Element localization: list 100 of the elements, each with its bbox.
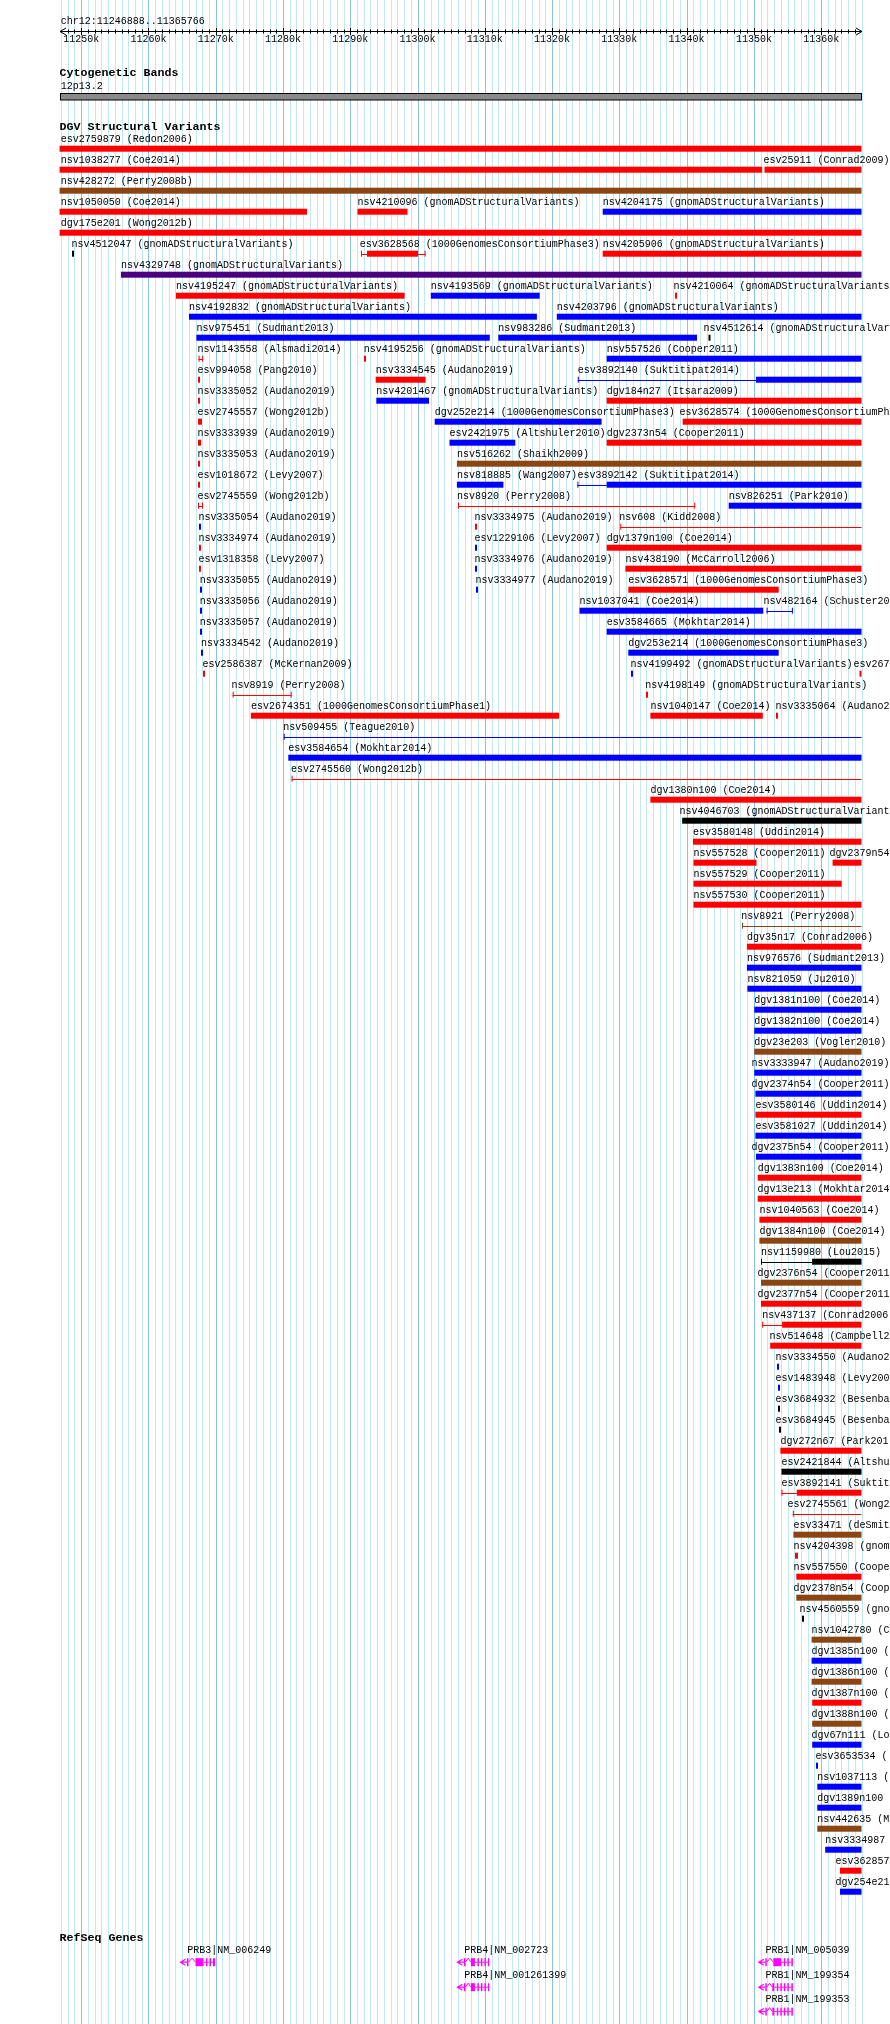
variant-label: nsv983286 (Sudmant2013) [498, 323, 637, 335]
variant-label: nsv3335057 (Audano2019) [199, 617, 338, 629]
variant-label: nsv3335054 (Audano2019) [198, 512, 337, 524]
variant-label: esv1318358 (Levy2007) [198, 554, 325, 566]
variant-label: esv267 [853, 659, 890, 671]
gene-label: PRB3|NM_006249 [187, 1944, 272, 1956]
gene-label: PRB1|NM_199353 [765, 1994, 850, 2006]
tick-label: 11320k [534, 34, 571, 46]
tick-label: 11300k [399, 34, 436, 46]
variant-label: esv3580148 (Uddin2014) [693, 827, 826, 839]
variant-label: dgv1388n100 ( [811, 1709, 890, 1721]
variant-label: esv3892142 (Suktitipat2014) [577, 470, 740, 482]
variant-label: dgv253e214 (1000GenomesConsortiumPhase3) [628, 638, 869, 650]
variant-label: nsv516262 (Shaikh2009) [456, 449, 589, 461]
gene-label: PRB4|NM_002723 [464, 1944, 549, 1956]
variant-label: dgv1387n100 ( [811, 1688, 890, 1700]
variant-label: dgv1381n100 (Coe2014) [754, 995, 881, 1007]
variant-label: dgv67n111 (Lo [811, 1730, 890, 1742]
variant-label: dgv1379n100 (Coe2014) [606, 533, 733, 545]
variant-label: esv3580146 (Uddin2014) [755, 1100, 888, 1112]
variant-label: nsv4195247 (gnomADStructuralVariants) [175, 281, 398, 293]
variant-label: nsv557550 (Coope [793, 1562, 890, 1574]
variant-label: nsv4199492 (gnomADStructuralVariants) [630, 659, 853, 671]
variant-label: nsv3334977 (Audano2019) [475, 575, 614, 587]
variant-label: nsv8920 (Perry2008) [456, 491, 571, 503]
variant-label: dgv23e203 (Vogler2010) [754, 1037, 887, 1049]
variant-label: nsv4512047 (gnomADStructuralVariants) [71, 239, 294, 251]
variant-label: dgv2377n54 (Cooper2011 [757, 1289, 890, 1301]
variant-label: nsv1038277 (Coe2014) [60, 155, 181, 167]
band-label: 12p13.2 [60, 80, 103, 92]
variant-label: dgv2375n54 (Cooper2011) [751, 1142, 890, 1154]
variant-label: nsv1037041 (Coe2014) [579, 596, 700, 608]
variant-label: nsv608 (Kidd2008) [619, 512, 722, 524]
variant-label: nsv3334976 (Audano2019) [474, 554, 613, 566]
variant-label: dgv1383n100 (Coe2014) [757, 1163, 884, 1175]
variant-label: nsv8921 (Perry2008) [741, 911, 856, 923]
variant-label: nsv4329748 (gnomADStructuralVariants) [120, 260, 343, 272]
variant-label: esv994058 (Pang2010) [197, 365, 318, 377]
variant-label: nsv1037113 ( [817, 1772, 890, 1784]
variant-label: esv2745560 (Wong2012b) [291, 764, 424, 776]
variant-label: esv2745561 (Wong2 [787, 1499, 890, 1511]
variant-label: nsv428272 (Perry2008b) [60, 176, 193, 188]
variant-label: nsv557530 (Cooper2011) [693, 890, 826, 902]
variant-label: nsv976576 (Sudmant2013) [746, 953, 885, 965]
variant-label: nsv557529 (Cooper2011) [693, 869, 826, 881]
variant-label: nsv821059 (Ju2010) [747, 974, 856, 986]
variant-label: nsv3334545 (Audano2019) [375, 365, 514, 377]
variant-label: nsv4210096 (gnomADStructuralVariants) [357, 197, 580, 209]
variant-label: esv1018672 (Levy2007) [197, 470, 324, 482]
variant-label: nsv3335064 (Audano2 [775, 701, 890, 713]
variant-label: nsv3333939 (Audano2019) [197, 428, 336, 440]
variant-label: nsv438190 (McCarroll2006) [625, 554, 776, 566]
variant-label: nsv3333947 (Audano2019) [751, 1058, 890, 1070]
tick-label: 11280k [265, 34, 301, 46]
variant-label: nsv826251 (Park2010) [728, 491, 849, 503]
variant-label: nsv1040147 (Coe2014) [650, 701, 771, 713]
variant-label: esv2759879 (Redon2006) [60, 134, 193, 146]
gene-label: PRB1|NM_199354 [765, 1969, 850, 1981]
variant-label: dgv35n17 (Conrad2006) [746, 932, 873, 944]
track-title: DGV Structural Variants [59, 121, 221, 135]
variant-label: esv2745557 (Wong2012b) [197, 407, 330, 419]
region-label: chr12:11246888..11365766 [60, 15, 205, 27]
variant-label: esv3628568 (1000GenomesConsortiumPhase3) [359, 239, 600, 251]
variant-label: dgv1389n100 [817, 1793, 884, 1805]
variant-label: dgv1380n100 (Coe2014) [650, 785, 777, 797]
variant-label: nsv4204398 (gnom [793, 1541, 890, 1553]
variant-label: nsv8919 (Perry2008) [231, 680, 346, 692]
variant-label: esv3581027 (Uddin2014) [755, 1121, 888, 1133]
variant-label: nsv1159980 (Lou2015) [761, 1247, 882, 1259]
variant-label: nsv437137 (Conrad2006 [762, 1310, 889, 1322]
variant-label: nsv4192832 (gnomADStructuralVariants) [189, 302, 412, 314]
variant-label: nsv4201467 (gnomADStructuralVariants) [376, 386, 599, 398]
variant-label: nsv4512614 (gnomADStructuralVar [703, 323, 890, 335]
variant-label: nsv482164 (Schuster20 [763, 596, 890, 608]
variant-label: dgv2376n54 (Cooper2011 [757, 1268, 890, 1280]
variant-label: esv3584654 (Mokhtar2014) [288, 743, 433, 755]
tick-label: 11360k [803, 34, 840, 46]
variant-label: dgv2379n54 [829, 848, 890, 860]
variant-label: esv3684932 (Besenba [775, 1394, 890, 1406]
track-title: Cytogenetic Bands [59, 67, 179, 81]
variant-label: dgv2378n54 (Coop [793, 1583, 890, 1595]
variant-label: esv3628574 (1000GenomesConsortiumPh [679, 407, 890, 419]
variant-label: nsv4205906 (gnomADStructuralVariants) [602, 239, 825, 251]
variant-label: nsv818885 (Wang2007) [456, 470, 577, 482]
variant-label: dgv184n27 (Itsara2009) [606, 386, 739, 398]
variant-label: esv1483948 (Levy200 [775, 1373, 890, 1385]
variant-label: dgv272n67 (Park201 [780, 1436, 889, 1448]
variant-label: nsv3334542 (Audano2019) [200, 638, 339, 650]
variant-label: esv2586387 (McKernan2009) [202, 659, 353, 671]
tick-label: 11340k [668, 34, 705, 46]
track-title: RefSeq Genes [59, 1931, 144, 1945]
variant-label: esv3892141 (Suktit [781, 1478, 890, 1490]
tick-label: 11260k [130, 34, 167, 46]
variant-label: nsv4198149 (gnomADStructuralVariants) [645, 680, 868, 692]
variant-label: dgv1386n100 ( [811, 1667, 890, 1679]
variant-label: dgv1384n100 (Coe2014) [759, 1226, 886, 1238]
variant-label: dgv13e213 (Mokhtar2014 [757, 1184, 890, 1196]
variant-label: dgv2374n54 (Cooper2011) [751, 1079, 890, 1091]
variant-label: nsv1042780 (C [811, 1625, 890, 1637]
variant-label: nsv4046703 (gnomADStructuralVariant [679, 806, 890, 818]
